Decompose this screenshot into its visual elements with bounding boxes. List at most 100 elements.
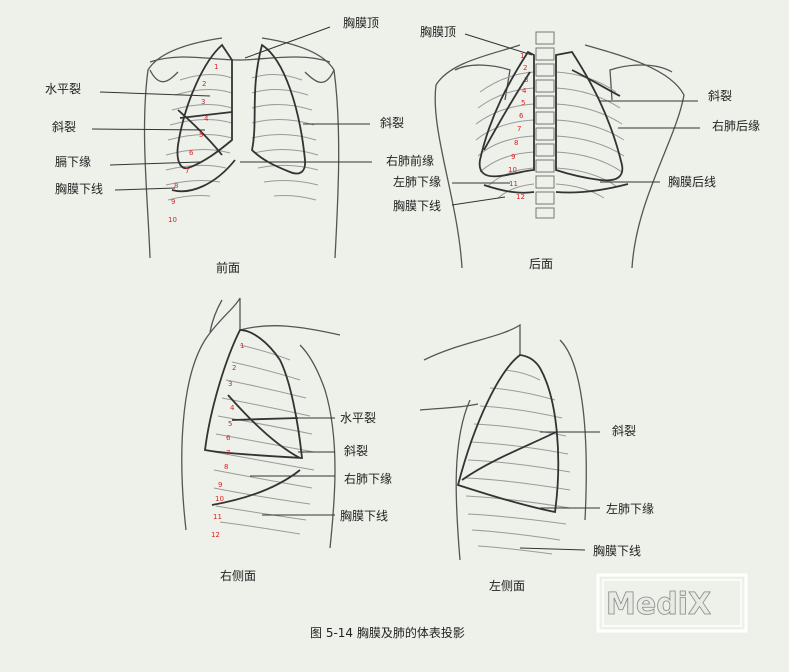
front-pleura-lower [171,159,236,193]
right-side-rib-numbers: 1 2 3 4 5 6 7 8 9 10 11 12 [211,342,244,539]
right-side-rib-number: 2 [232,364,236,372]
left-side-view [419,323,587,561]
right-side-rib-number: 10 [215,495,224,503]
left-side-ribs [465,369,571,555]
watermark-logo: MediX [596,573,748,633]
right-side-rib-number: 11 [213,513,222,521]
front-label-pleura-lower-line: 胸膜下线 [55,181,103,196]
front-label-oblique-fissure: 斜裂 [52,120,76,134]
back-left-lung [555,51,624,182]
back-scapula-right [609,64,673,101]
back-label-pleura-lower-line: 胸膜下线 [393,198,441,213]
front-horizontal-fissure [179,111,233,119]
front-label-diaphragm-lower-edge: 膈下缘 [55,155,91,169]
right-side-arm [209,299,341,336]
back-rib-number: 6 [519,112,524,120]
front-clavicle [149,56,331,63]
front-rib-number: 8 [174,182,178,190]
back-rib-number: 7 [517,125,521,133]
right-side-rib-number: 9 [218,481,222,489]
front-rib-number: 5 [199,131,203,139]
right-side-rib-number: 12 [211,531,220,539]
front-label-oblique-fissure-left: 斜裂 [380,116,404,130]
right-side-rib-number: 6 [226,434,231,442]
back-view [434,31,685,269]
front-ribs [165,74,319,201]
back-ribs [475,71,625,199]
front-rib-number: 2 [202,80,206,88]
right-side-label-oblique-fissure: 斜裂 [344,444,368,458]
front-rib-number: 3 [201,98,205,106]
front-title: 前面 [216,260,240,275]
back-title: 后面 [529,257,553,271]
left-side-lung [456,354,560,514]
back-rib-number: 2 [523,64,527,72]
back-label-pleura-apex: 胸膜顶 [420,24,456,39]
back-scapula-left [454,64,511,101]
front-shoulder-left [149,69,179,83]
right-side-pleura-lower [211,469,301,506]
right-side-body-outline [181,297,336,549]
back-right-oblique-fissure [483,71,531,151]
left-side-title: 左侧面 [489,578,525,593]
left-side-body-outline [423,323,587,561]
right-side-lung [204,329,304,459]
back-label-oblique-fissure: 斜裂 [708,89,732,103]
right-side-rib-number: 1 [240,342,244,350]
right-side-view [181,297,341,549]
back-rib-numbers: 1 2 3 4 5 6 7 8 9 10 11 12 [508,52,528,201]
right-side-title: 右侧面 [220,568,256,583]
front-rib-number: 9 [171,198,175,206]
back-right-lung [478,50,535,178]
front-rib-number: 1 [214,63,218,71]
front-label-horizontal-fissure: 水平裂 [45,82,81,96]
back-rib-number: 9 [511,153,515,161]
left-side-label-oblique-fissure: 斜裂 [612,424,636,438]
back-rib-number: 4 [522,87,527,95]
watermark-text: MediX [606,587,711,622]
right-side-rib-number: 4 [230,404,235,412]
left-side-label-left-lung-lower-edge: 左肺下缘 [606,501,654,516]
back-rib-number: 3 [524,76,528,84]
right-side-rib-number: 5 [228,420,232,428]
back-rib-number: 8 [514,139,518,147]
right-side-oblique-fissure [227,394,301,459]
back-labels: 胸膜顶 斜裂 右肺后缘 左肺下缘 胸膜后线 胸膜下线 [393,24,760,213]
right-side-label-pleura-lower-line: 胸膜下线 [340,508,388,523]
back-label-left-lung-lower-edge: 左肺下缘 [393,174,441,189]
front-rib-number: 6 [189,149,194,157]
left-side-oblique-fissure [461,431,557,481]
front-oblique-fissure [177,109,223,156]
front-view [143,37,340,259]
front-left-lung [251,43,306,175]
back-rib-number: 11 [509,180,518,188]
right-side-horizontal-fissure [231,417,299,421]
front-label-pleura-apex: 胸膜顶 [343,15,379,30]
figure-caption: 图 5-14 胸膜及肺的体表投影 [310,625,465,640]
front-rib-numbers: 1 2 3 4 5 6 7 8 9 10 [168,63,218,224]
right-side-rib-number: 3 [228,380,232,388]
front-labels: 胸膜顶 水平裂 斜裂 膈下缘 胸膜下线 斜裂 右肺前缘 [45,15,434,196]
right-side-label-horizontal-fissure: 水平裂 [340,411,376,425]
back-rib-number: 5 [521,99,525,107]
front-rib-number: 4 [204,115,209,123]
right-side-ribs [213,344,315,535]
back-rib-number: 12 [516,193,525,201]
left-side-label-pleura-lower-line: 胸膜下线 [593,543,641,558]
right-side-rib-number: 7 [226,449,230,457]
back-pleura-lower [483,183,629,194]
front-rib-number: 10 [168,216,177,224]
right-side-labels: 水平裂 斜裂 右肺下缘 胸膜下线 [250,411,392,523]
front-shoulder-right [304,69,335,83]
front-rib-number: 7 [185,167,189,175]
back-body-outline [434,44,685,269]
back-label-right-lung-posterior-edge: 右肺后缘 [712,118,760,133]
front-body-outline [143,37,340,259]
back-label-pleura-posterior-line: 胸膜后线 [668,174,716,189]
right-side-rib-number: 8 [224,463,228,471]
left-side-labels: 斜裂 左肺下缘 胸膜下线 [519,424,654,558]
left-side-arm [419,403,479,411]
back-spine [535,31,555,219]
